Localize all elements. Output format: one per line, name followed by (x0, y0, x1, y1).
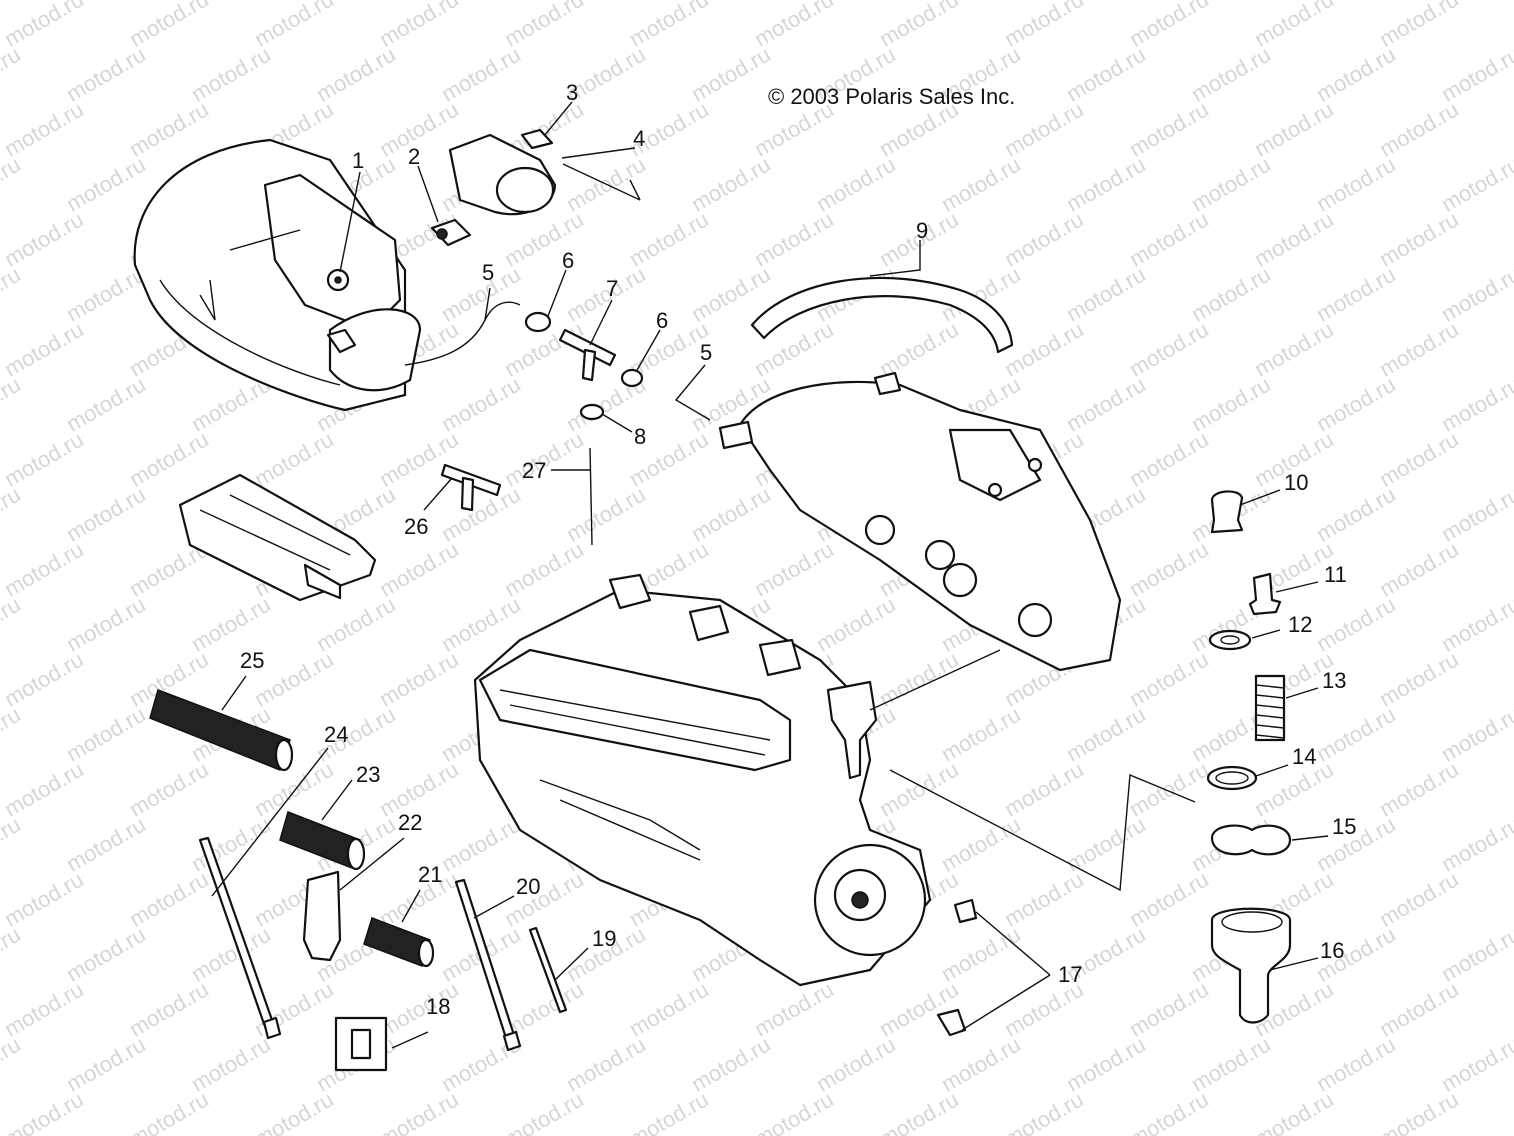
callout-2: 2 (408, 144, 421, 169)
airbox-housing (133, 138, 422, 412)
callout-27: 27 (522, 458, 547, 483)
leader-lines (211, 101, 1329, 1049)
sleeve-part-23 (279, 811, 366, 871)
decal-part-18 (334, 1016, 388, 1072)
clamp-part-6 (524, 311, 552, 333)
callout-4: 4 (633, 126, 646, 151)
tee-fitting-part-7 (558, 328, 617, 382)
callout-15: 15 (1332, 814, 1357, 839)
callout-18: 18 (426, 994, 451, 1019)
callout-17: 17 (1058, 962, 1083, 987)
bracket-part-22 (302, 870, 342, 962)
callout-6: 6 (562, 248, 575, 273)
sleeve-part-21 (363, 917, 435, 968)
clamp-part-6b (620, 368, 644, 388)
callout-11: 11 (1324, 562, 1347, 587)
callout-12: 12 (1288, 612, 1313, 637)
callout-26: 26 (404, 514, 429, 539)
rod-part-19 (528, 926, 568, 1014)
hose-part-5 (404, 301, 521, 366)
sleeve-part-25 (149, 689, 294, 772)
callout-10: 10 (1284, 470, 1309, 495)
electronic-module (178, 473, 377, 602)
callout-9: 9 (916, 218, 929, 243)
fittings-part-17 (936, 898, 978, 1037)
washer-part-12 (1208, 629, 1252, 651)
housing-part-16 (1210, 907, 1292, 1024)
callout-8: 8 (634, 424, 647, 449)
copyright-notice: © 2003 Polaris Sales Inc. (768, 84, 1016, 109)
nipple-part-3 (520, 128, 554, 150)
callout-25: 25 (240, 648, 265, 673)
oring-part-14 (1206, 765, 1258, 791)
spring-part-13 (1254, 674, 1286, 742)
callout-5: 5 (482, 260, 495, 285)
callout-21: 21 (418, 862, 443, 887)
plug-part-11 (1248, 572, 1282, 616)
tee-fitting-part-26 (440, 463, 502, 512)
callout-16: 16 (1320, 938, 1345, 963)
intake-tube-housing (448, 133, 557, 216)
callout-3: 3 (566, 80, 579, 105)
clamp-part-8 (579, 403, 605, 421)
callout-22: 22 (398, 810, 423, 835)
callout-6b: 6 (656, 308, 669, 333)
fitting-part-2 (430, 218, 472, 247)
callout-1: 1 (352, 148, 365, 173)
hose-part-9 (750, 276, 1014, 354)
callout-20: 20 (516, 874, 541, 899)
exhaust-manifold (718, 371, 1122, 672)
callout-14: 14 (1292, 744, 1317, 769)
callout-5b: 5 (700, 340, 713, 365)
engine-assembly (473, 573, 932, 987)
callout-23: 23 (356, 762, 381, 787)
callout-7: 7 (606, 276, 619, 301)
rod-part-20 (454, 878, 516, 1040)
fitting-part-10 (1210, 490, 1244, 534)
callout-24: 24 (324, 722, 349, 747)
callout-13: 13 (1322, 668, 1347, 693)
callout-19: 19 (592, 926, 617, 951)
gasket-part-15 (1210, 824, 1292, 856)
